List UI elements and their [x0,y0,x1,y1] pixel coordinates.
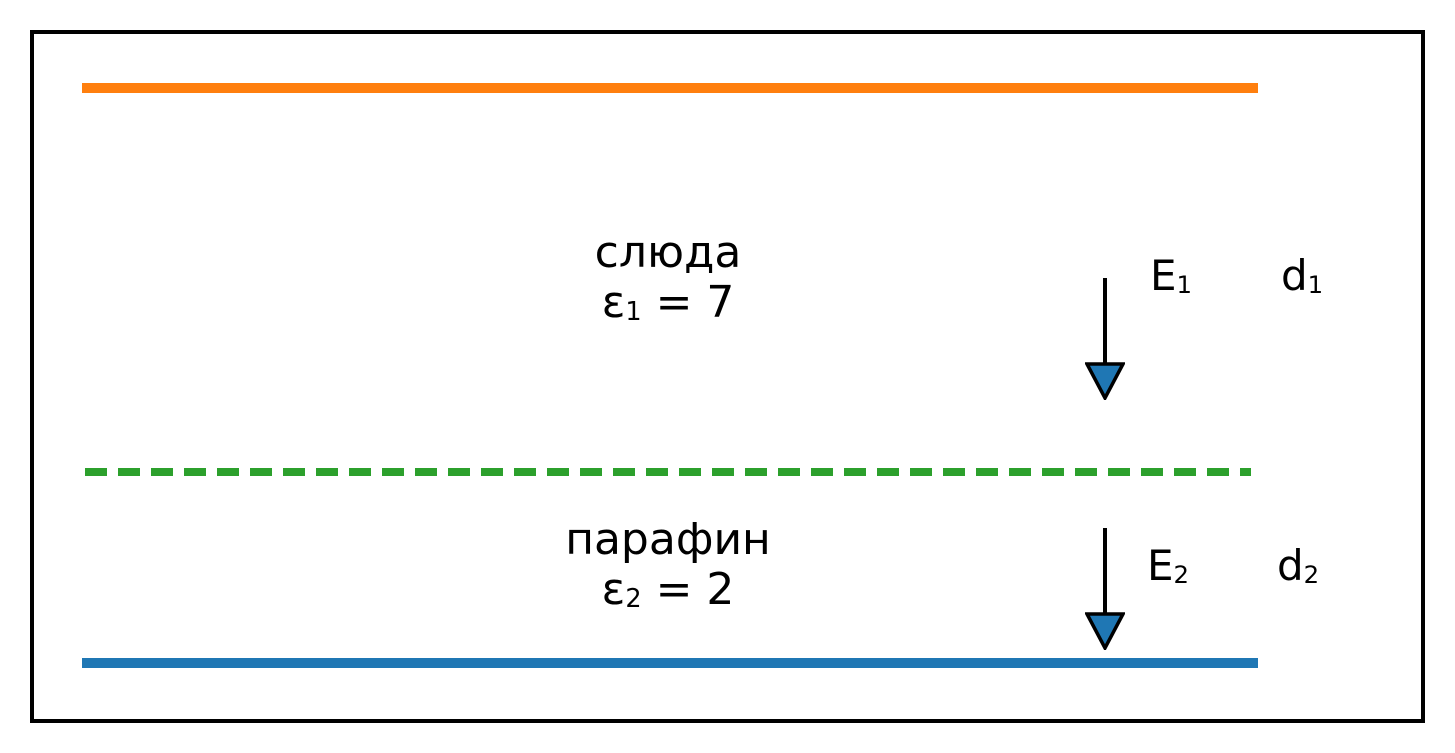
field-arrow-e1-stem [1103,278,1107,368]
thickness-label-d1: d1 [1281,251,1324,300]
layer1-material-label: слюда [594,227,742,278]
bottom-plate-line [82,658,1258,668]
dielectric-interface-line [85,468,1251,476]
field-symbol: E [1147,541,1174,590]
diagram-border [30,30,1425,723]
field-label-e2: E2 [1147,541,1190,590]
layer1-label-block: слюда ε1 = 7 [595,228,742,327]
epsilon-subscript: 2 [625,583,642,614]
layer2-label-block: парафин ε2 = 2 [565,515,771,614]
thickness-symbol: d [1281,251,1308,300]
epsilon-symbol: ε [601,276,626,328]
epsilon-value: = 2 [641,563,735,615]
epsilon-subscript: 1 [625,296,642,327]
thickness-symbol: d [1277,541,1304,590]
top-plate-line [82,83,1258,93]
field-symbol: E [1150,251,1177,300]
field-label-e1: E1 [1150,251,1193,300]
thickness-subscript: 2 [1303,559,1320,589]
layer2-epsilon-label: ε2 = 2 [565,563,771,615]
arrow-down-icon [1085,362,1125,400]
arrow-down-icon [1085,612,1125,650]
thickness-label-d2: d2 [1277,541,1320,590]
layer1-epsilon-label: ε1 = 7 [595,276,742,328]
epsilon-value: = 7 [641,276,735,328]
field-subscript: 2 [1173,559,1190,589]
field-subscript: 1 [1176,269,1193,299]
thickness-subscript: 1 [1307,269,1324,299]
layer2-material-label: парафин [565,514,771,565]
epsilon-symbol: ε [601,563,626,615]
field-arrow-e2-stem [1103,528,1107,618]
